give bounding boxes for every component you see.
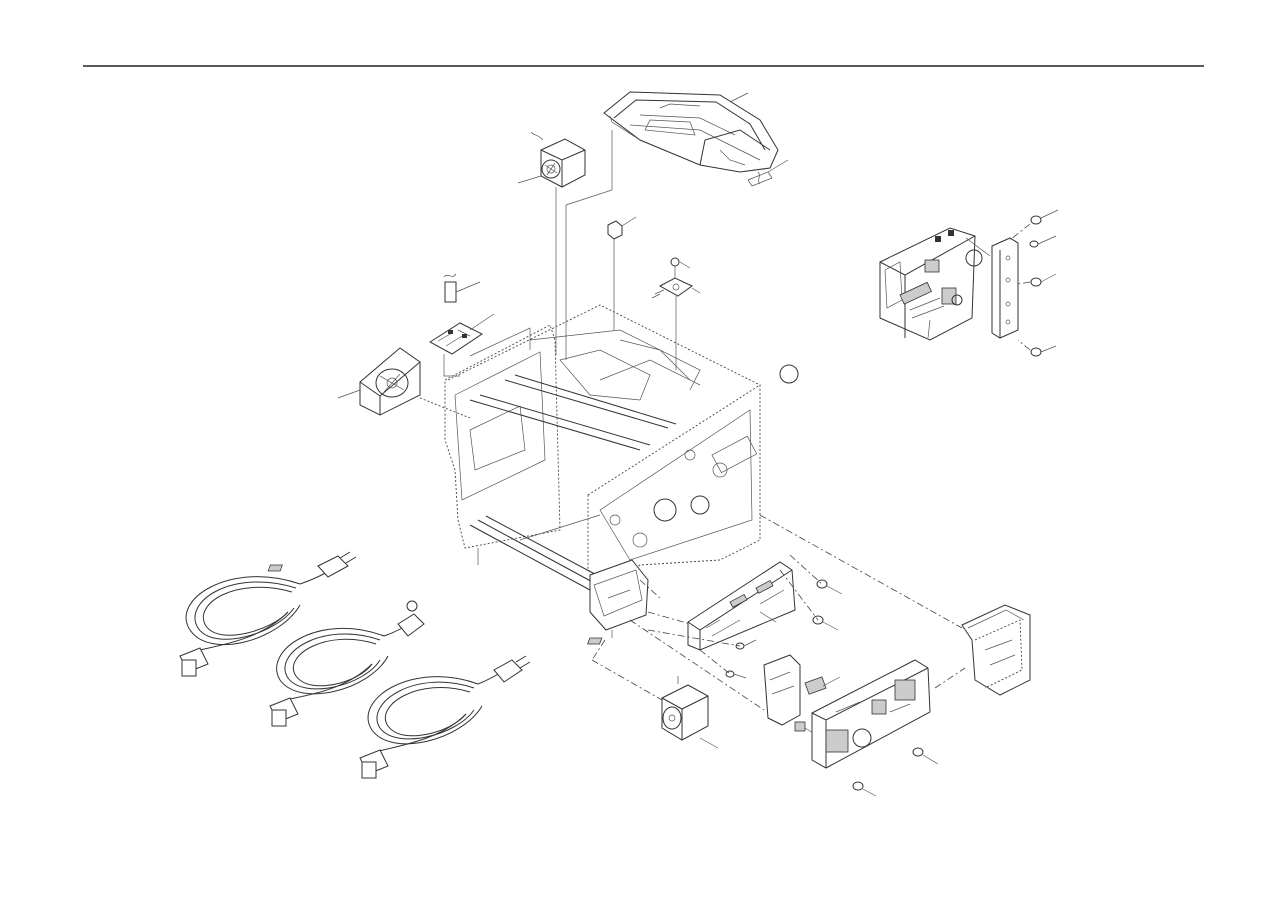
assembly-leader-lines [591,514,966,711]
small-fan [517,131,586,188]
power-cord-1 [179,551,357,677]
power-cord-2 [269,600,425,727]
connector-clip [607,216,637,330]
board-leader [965,237,991,257]
power-switch-bracket [763,654,841,735]
top-cover-assembly [603,91,779,173]
pcb-bracket-line [469,327,531,357]
board-bracket [991,237,1019,339]
harness-connector [443,273,481,303]
small-pcb [429,313,495,355]
power-supply-screws [852,747,939,797]
bottom-fan [661,676,719,749]
sensor-bracket [651,257,701,370]
pcb-leader [443,354,460,377]
power-supply-board [811,659,931,769]
flat-cable [747,159,789,187]
right-side-frame [961,604,1031,696]
reference-callout-circle-2 [965,249,983,267]
large-fan [337,347,471,419]
leader-lines-top [555,130,613,360]
engine-board [687,561,796,651]
main-frame [267,304,761,645]
reference-callout-circle-1 [779,364,799,384]
power-cord-3 [359,655,531,779]
bracket-screws [1009,209,1059,357]
controller-board [879,227,976,341]
